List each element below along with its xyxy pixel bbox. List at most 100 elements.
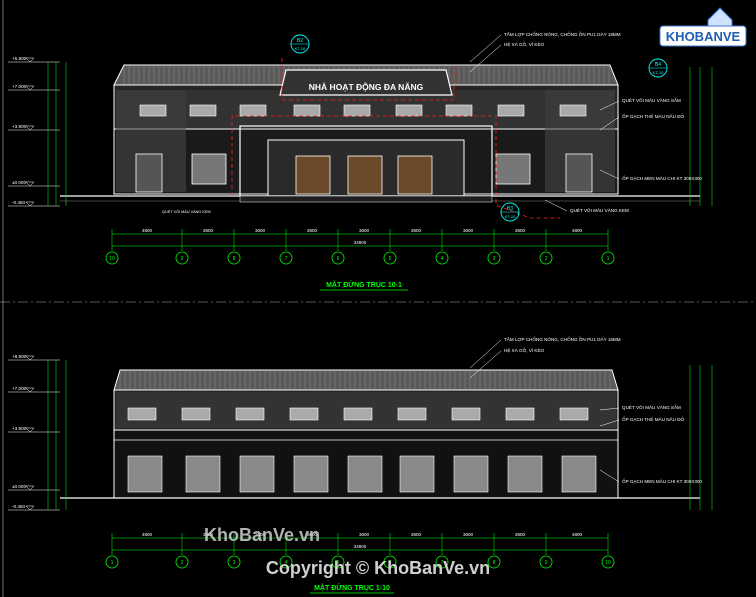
- note-leader: [599, 469, 620, 483]
- elevation-top: NHÀ HOẠT ĐỘNG ĐA NĂNG QUÉT VÔI MÀU VÀNG …: [60, 34, 700, 291]
- level-marker: [25, 355, 35, 361]
- elevation-title-2: MẶT ĐỨNG TRỤC 1-10: [314, 583, 390, 592]
- steps: [239, 195, 493, 203]
- axis-label: 10: [109, 256, 115, 262]
- level-label: ±0.000: [12, 180, 26, 185]
- upper-window: [497, 104, 525, 117]
- level-marker: [25, 201, 35, 207]
- callout-sheet: KT-10: [505, 214, 516, 219]
- axis-bubble: [435, 251, 449, 265]
- axis-label: 3: [493, 256, 496, 262]
- axis-bubble: [539, 251, 553, 265]
- material-note: HỆ XÀ GỒ, VÌ KÈO: [504, 40, 545, 47]
- dim-value: 3600: [359, 532, 370, 537]
- axis-label: 1: [607, 256, 610, 262]
- callout-sheet: KT-10: [295, 46, 306, 51]
- upper-window: [127, 407, 157, 421]
- side-doors: [135, 153, 593, 193]
- level-marker: [25, 485, 35, 491]
- level-label: -0.450: [12, 504, 25, 509]
- dim-value: 3600: [411, 532, 422, 537]
- lower-windows: [191, 153, 531, 185]
- material-note: ỐP GẠCH THẺ MÀU NÂU ĐỎ: [622, 113, 685, 119]
- axis-bubble: [227, 251, 241, 265]
- axis-bubble: [435, 555, 449, 569]
- dim-value: 4800: [142, 228, 153, 233]
- dim-value: 3600: [463, 532, 474, 537]
- dim-value: 3600: [203, 532, 214, 537]
- upper-window: [293, 104, 321, 117]
- grilled-window: [185, 455, 221, 493]
- upper-window: [451, 407, 481, 421]
- axis-label: 3: [233, 560, 236, 566]
- axis-label: 9: [181, 256, 184, 262]
- callout-number: B4: [655, 62, 661, 68]
- grilled-window: [127, 455, 163, 493]
- note-leader: [469, 339, 502, 369]
- note-leader: [599, 169, 620, 180]
- level-label: +5.900: [12, 56, 27, 61]
- level-marker: [25, 505, 35, 511]
- level-marker: [25, 181, 35, 187]
- grilled-window: [293, 455, 329, 493]
- callout-sheet: KT-10: [653, 70, 664, 75]
- dim-value: 4800: [572, 228, 583, 233]
- dim-total: 34800: [354, 240, 367, 245]
- upper-window: [343, 407, 373, 421]
- dim-value: 4800: [572, 532, 583, 537]
- axis-label: 2: [181, 560, 184, 566]
- lower-windows-2: [127, 455, 597, 493]
- upper-window: [289, 407, 319, 421]
- axis-label: 7: [441, 560, 444, 566]
- note-leader: [599, 100, 620, 111]
- axis-bubble: [383, 251, 397, 265]
- dim-value: 3600: [203, 228, 214, 233]
- level-label: +7.000: [12, 84, 27, 89]
- level-marker: [25, 85, 35, 91]
- material-note: QUÉT VÔI MÀU VÀNG KEM: [570, 207, 629, 213]
- detail-boundary: [231, 115, 560, 219]
- axis-label: 1: [111, 560, 114, 566]
- grilled-window: [561, 455, 597, 493]
- note-leader: [469, 44, 502, 73]
- axis-label: 5: [337, 560, 340, 566]
- upper-windows-2: [127, 407, 589, 421]
- level-label: +3.900: [12, 124, 27, 129]
- elevation-title-1: MẶT ĐỨNG TRỤC 10-1: [326, 280, 402, 289]
- callout-number: B3: [507, 206, 513, 212]
- material-note: TẤM LỢP CHỐNG NÓNG, CHỐNG ỒN PU1 DÀY 18M…: [504, 336, 621, 342]
- material-note: QUÉT VÔI MÀU VÀNG SẪM: [622, 404, 681, 410]
- dim-value: 4800: [142, 532, 153, 537]
- grilled-window: [399, 455, 435, 493]
- level-label: +7.000: [12, 386, 27, 391]
- axis-bubble: [487, 555, 501, 569]
- upper-window: [559, 104, 587, 117]
- axis-bubble: [539, 555, 553, 569]
- callout-number: B2: [297, 38, 303, 44]
- upper-window: [139, 104, 167, 117]
- axis-bubble: [227, 555, 241, 569]
- elevation-bottom: MẶT ĐỨNG TRỤC 1-10: [60, 369, 700, 594]
- axis-label: 2: [545, 256, 548, 262]
- detail-boundary-2: [281, 58, 455, 101]
- axis-bubble: [487, 251, 501, 265]
- upper-window: [397, 407, 427, 421]
- note-leader: [599, 116, 620, 131]
- upper-window: [343, 104, 371, 117]
- roof-sheeting-2: [119, 371, 611, 390]
- upper-window: [445, 104, 473, 117]
- upper-window: [235, 407, 265, 421]
- axis-label: 4: [285, 560, 288, 566]
- axis-label: 8: [493, 560, 496, 566]
- level-label: +3.900: [12, 426, 27, 431]
- axis-bubble: [331, 251, 345, 265]
- dim-value: 3600: [515, 228, 526, 233]
- material-note: ỐP GẠCH THẺ MÀU NÂU ĐỎ: [622, 416, 685, 422]
- material-note: ỐP GẠCH MEN MÀU CHI KT 300X300: [622, 175, 702, 181]
- axis-bubble: [175, 251, 189, 265]
- level-label: ±0.000: [12, 484, 26, 489]
- grilled-window: [239, 455, 275, 493]
